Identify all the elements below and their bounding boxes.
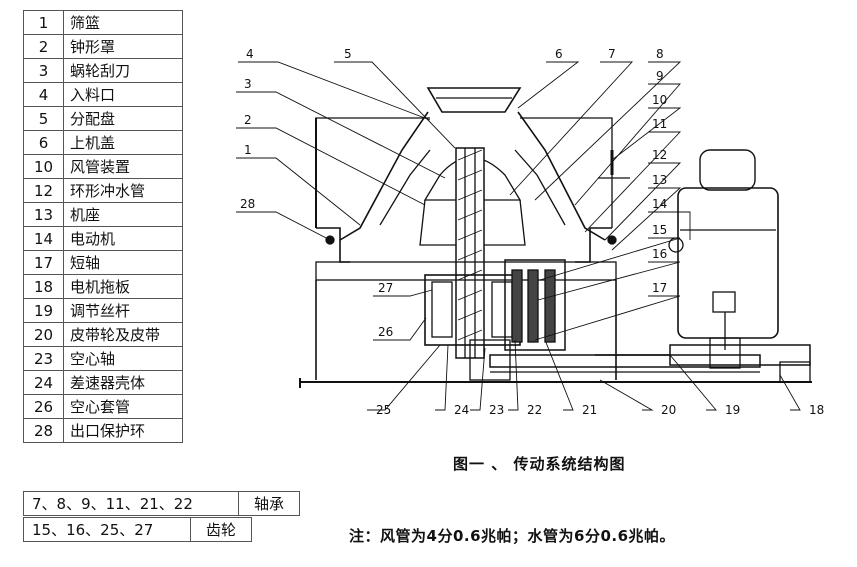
- callout-23: 23: [489, 403, 504, 417]
- gears-name: 齿轮: [190, 517, 252, 542]
- leader-lines: [236, 61, 801, 411]
- legend-part-name: 空心轴: [63, 346, 183, 371]
- legend-part-number: 5: [23, 106, 64, 131]
- bearings-row: 7、8、9、11、21、22 轴承: [23, 491, 300, 516]
- callout-2: 2: [244, 113, 252, 127]
- legend-part-name: 短轴: [63, 250, 183, 275]
- callout-21: 21: [582, 403, 597, 417]
- legend-part-name: 风管装置: [63, 154, 183, 179]
- callout-7: 7: [608, 47, 616, 61]
- callout-5: 5: [344, 47, 352, 61]
- callout-25: 25: [376, 403, 391, 417]
- bearings-name: 轴承: [238, 491, 300, 516]
- callout-27: 27: [378, 281, 393, 295]
- legend-part-number: 17: [23, 250, 64, 275]
- callout-6: 6: [555, 47, 563, 61]
- legend-part-number: 26: [23, 394, 64, 419]
- legend-part-number: 28: [23, 418, 64, 443]
- callout-16: 16: [652, 247, 667, 261]
- legend-part-number: 18: [23, 274, 64, 299]
- callout-22: 22: [527, 403, 542, 417]
- legend-part-name: 入料口: [63, 82, 183, 107]
- callout-28: 28: [240, 197, 255, 211]
- callout-19: 19: [725, 403, 740, 417]
- legend-part-number: 6: [23, 130, 64, 155]
- legend-part-name: 差速器壳体: [63, 370, 183, 395]
- callout-20: 20: [661, 403, 676, 417]
- callout-8: 8: [656, 47, 664, 61]
- callout-4: 4: [246, 47, 254, 61]
- legend-part-number: 1: [23, 10, 64, 35]
- gears-row: 15、16、25、27 齿轮: [23, 517, 252, 542]
- legend-part-name: 电机拖板: [63, 274, 183, 299]
- legend-part-name: 电动机: [63, 226, 183, 251]
- callout-26: 26: [378, 325, 393, 339]
- callout-11: 11: [652, 117, 667, 131]
- legend-part-number: 19: [23, 298, 64, 323]
- callout-labels: 4 5 6 7 8 9 10 11 12 13 3 2 1 28 14 15 1…: [240, 47, 824, 417]
- callout-14: 14: [652, 197, 667, 211]
- legend-part-name: 上机盖: [63, 130, 183, 155]
- callout-9: 9: [656, 69, 664, 83]
- legend-part-name: 调节丝杆: [63, 298, 183, 323]
- bearings-nums: 7、8、9、11、21、22: [23, 491, 239, 516]
- callout-10: 10: [652, 93, 667, 107]
- legend-part-name: 皮带轮及皮带: [63, 322, 183, 347]
- callout-15: 15: [652, 223, 667, 237]
- legend-part-name: 蜗轮刮刀: [63, 58, 183, 83]
- callout-12: 12: [652, 148, 667, 162]
- pipe-note: 注：风管为4分0.6兆帕；水管为6分0.6兆帕。: [349, 527, 676, 545]
- legend-part-name: 出口保护环: [63, 418, 183, 443]
- machine-outline: [299, 87, 812, 388]
- callout-3: 3: [244, 77, 252, 91]
- callout-1: 1: [244, 143, 252, 157]
- callout-18: 18: [809, 403, 824, 417]
- figure-title: 图一 、 传动系统结构图: [453, 455, 626, 473]
- callout-17: 17: [652, 281, 667, 295]
- callout-13: 13: [652, 173, 667, 187]
- callout-24: 24: [454, 403, 469, 417]
